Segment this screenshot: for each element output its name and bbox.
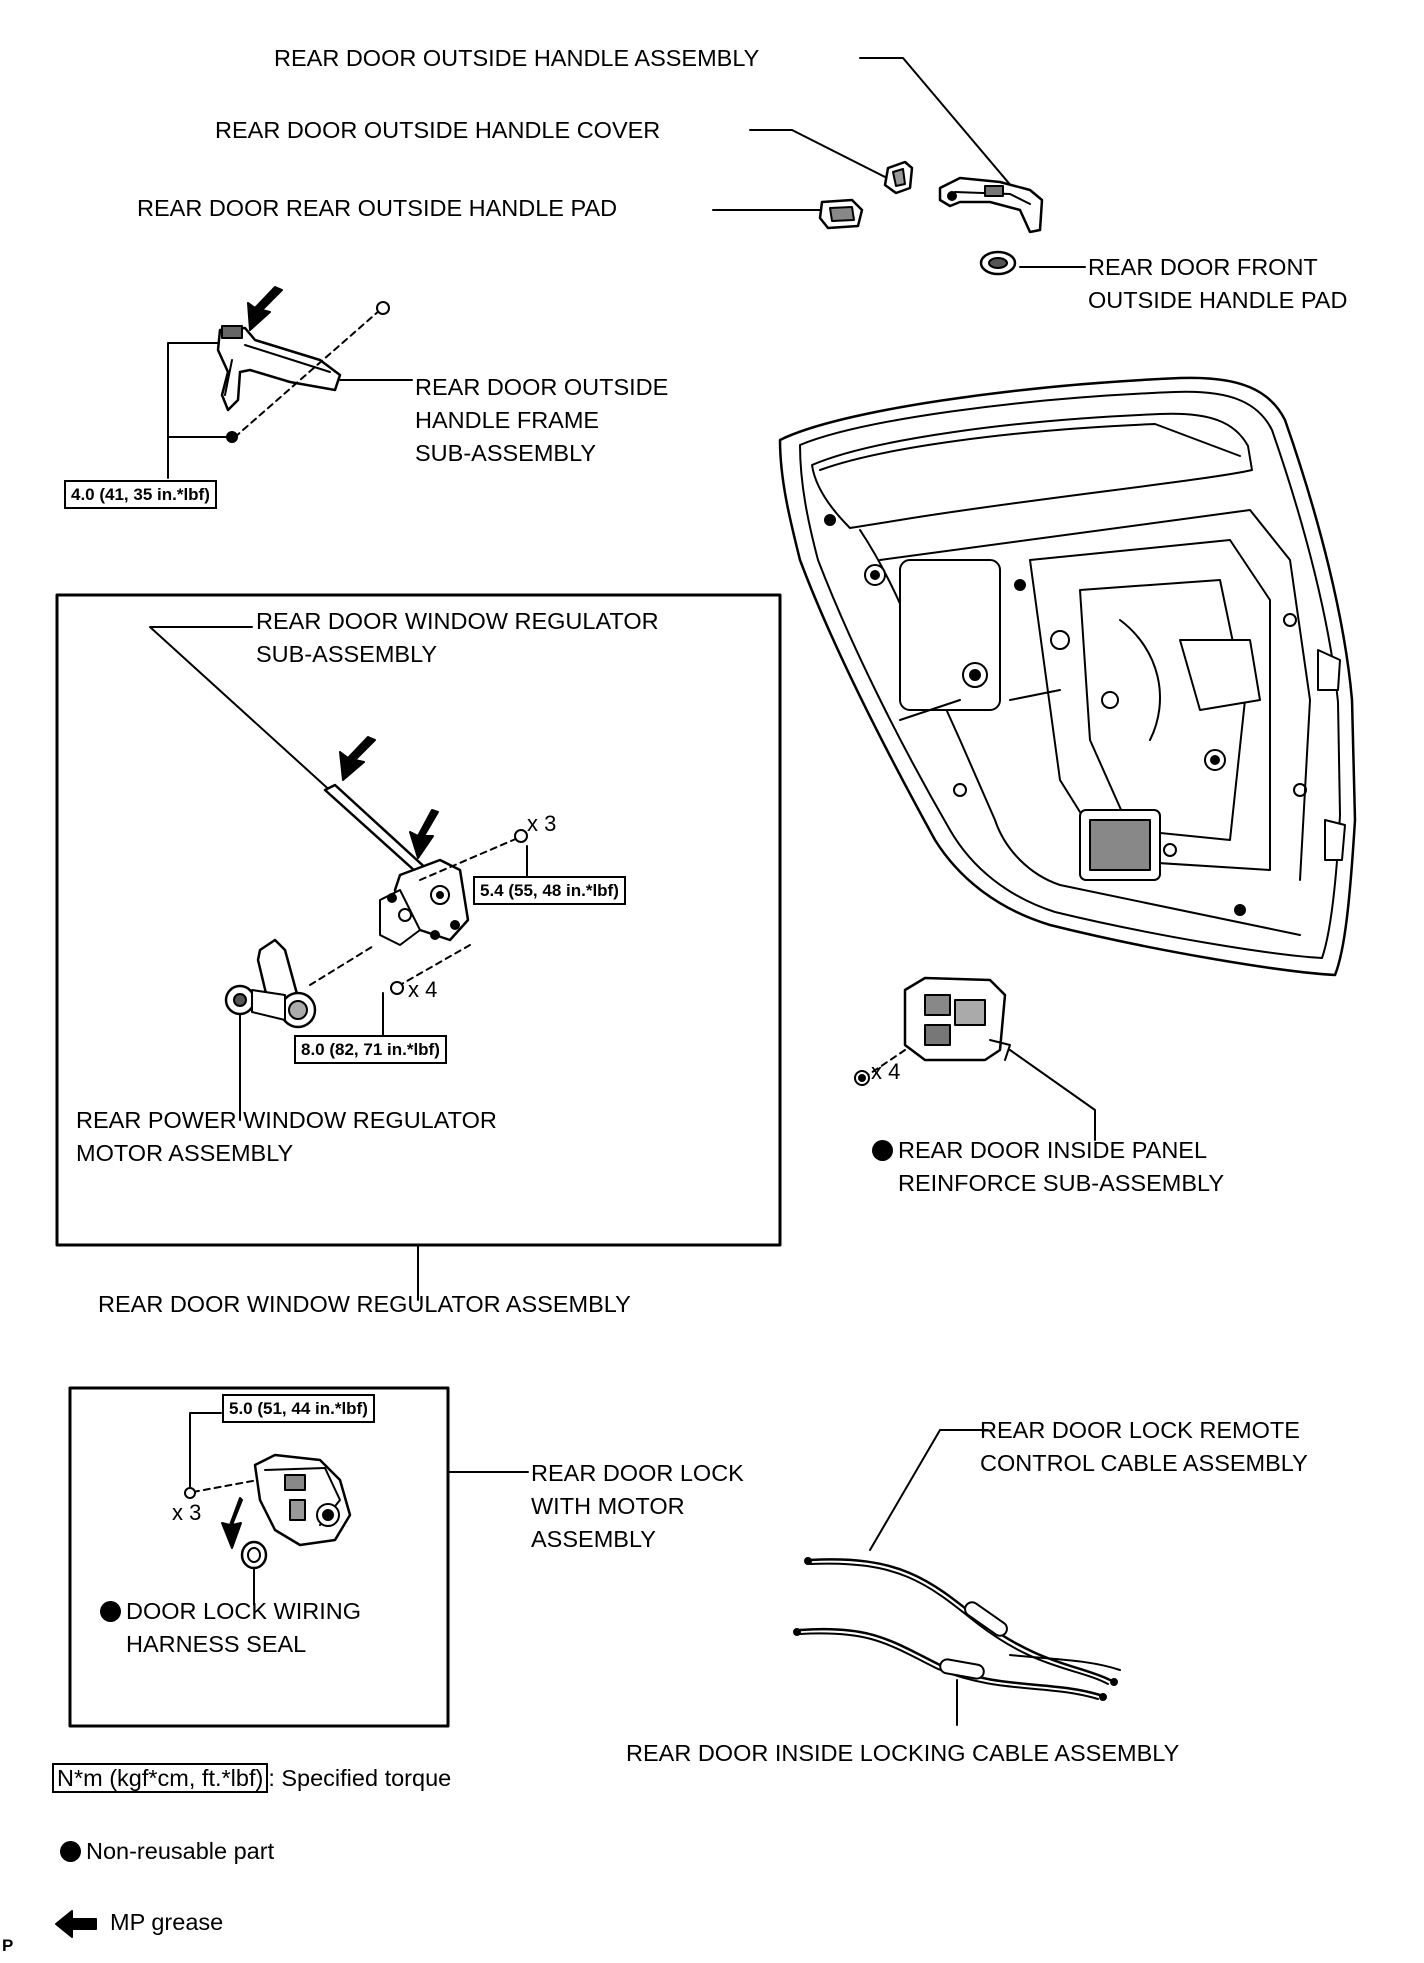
label-line: ASSEMBLY xyxy=(531,1526,656,1552)
label-power-window-motor: REAR POWER WINDOW REGULATOR MOTOR ASSEMB… xyxy=(76,1104,497,1170)
non-reusable-dot-icon xyxy=(100,1601,121,1622)
label-door-lock-motor: REAR DOOR LOCK WITH MOTOR ASSEMBLY xyxy=(531,1457,744,1556)
label-line: REAR DOOR WINDOW REGULATOR xyxy=(256,608,659,634)
rear-handle-pad-part xyxy=(818,198,864,230)
legend-non-reusable-text: Non-reusable part xyxy=(86,1838,275,1864)
mp-grease-arrow-icon xyxy=(339,736,376,781)
door-lock-group-box xyxy=(68,1386,450,1728)
label-line: REAR DOOR OUTSIDE xyxy=(415,374,669,400)
front-handle-pad-part xyxy=(979,250,1017,276)
label-text: DOOR LOCK WIRING xyxy=(126,1598,362,1624)
legend-mp-grease: MP grease xyxy=(110,1909,224,1935)
label-rear-outside-handle-pad: REAR DOOR REAR OUTSIDE HANDLE PAD xyxy=(137,195,618,221)
torque-frame: 4.0 (41, 35 in.*lbf) xyxy=(64,480,217,509)
illustration-code: P xyxy=(2,1936,14,1955)
label-line: REINFORCE SUB-ASSEMBLY xyxy=(898,1170,1225,1196)
non-reusable-dot-icon xyxy=(872,1140,893,1161)
rear-door-panel xyxy=(778,376,1357,977)
legend-non-reusable: Non-reusable part xyxy=(60,1838,274,1865)
legend-torque: N*m (kgf*cm, ft.*lbf): Specified torque xyxy=(52,1763,452,1793)
label-remote-control-cable: REAR DOOR LOCK REMOTE CONTROL CABLE ASSE… xyxy=(980,1414,1308,1480)
label-line: REAR DOOR FRONT xyxy=(1088,254,1318,280)
label-line-with-dot: REAR DOOR INSIDE PANEL xyxy=(872,1134,1224,1167)
label-inside-panel-reinforce: REAR DOOR INSIDE PANEL REINFORCE SUB-ASS… xyxy=(872,1134,1224,1200)
handle-frame-part xyxy=(216,301,390,443)
torque-regulator: 5.4 (55, 48 in.*lbf) xyxy=(473,876,626,905)
label-outside-handle-cover: REAR DOOR OUTSIDE HANDLE COVER xyxy=(215,117,661,143)
handle-cover-part xyxy=(883,160,914,195)
qty-reinforce-bolts: x 4 xyxy=(871,1059,901,1084)
label-outside-handle-assembly: REAR DOOR OUTSIDE HANDLE ASSEMBLY xyxy=(274,45,760,71)
label-wiring-harness-seal: DOOR LOCK WIRING HARNESS SEAL xyxy=(100,1595,361,1661)
label-inside-locking-cable: REAR DOOR INSIDE LOCKING CABLE ASSEMBLY xyxy=(626,1740,1180,1766)
mp-grease-arrow-icon xyxy=(247,286,283,331)
mp-grease-arrow-icon xyxy=(55,1910,97,1938)
mp-grease-arrow-icon xyxy=(409,809,439,859)
regulator-motor-part xyxy=(224,938,376,1121)
non-reusable-dot-icon xyxy=(60,1841,81,1862)
label-front-outside-handle-pad: REAR DOOR FRONT OUTSIDE HANDLE PAD xyxy=(1088,251,1347,317)
outside-handle-part xyxy=(938,176,1044,234)
door-lock-part xyxy=(184,1412,352,1606)
window-regulator-part xyxy=(149,626,528,1046)
leader-lines-top xyxy=(167,57,1086,479)
label-line: CONTROL CABLE ASSEMBLY xyxy=(980,1450,1308,1476)
label-line: HARNESS SEAL xyxy=(126,1631,307,1657)
label-window-regulator-sub: REAR DOOR WINDOW REGULATOR SUB-ASSEMBLY xyxy=(256,605,659,671)
qty-motor-bolts: x 4 xyxy=(408,977,438,1002)
label-line: OUTSIDE HANDLE PAD xyxy=(1088,287,1348,313)
panel-reinforce-part xyxy=(854,976,1096,1141)
label-line: SUB-ASSEMBLY xyxy=(256,641,438,667)
label-line: WITH MOTOR xyxy=(531,1493,685,1519)
legend-torque-text: : Specified torque xyxy=(268,1765,452,1791)
torque-lock: 5.0 (51, 44 in.*lbf) xyxy=(222,1394,375,1423)
label-line: REAR DOOR LOCK xyxy=(531,1460,744,1486)
label-line-with-dot: DOOR LOCK WIRING xyxy=(100,1595,361,1628)
label-outside-handle-frame: REAR DOOR OUTSIDE HANDLE FRAME SUB-ASSEM… xyxy=(415,371,668,470)
label-line: MOTOR ASSEMBLY xyxy=(76,1140,294,1166)
qty-lock-screws: x 3 xyxy=(172,1500,202,1525)
qty-regulator-bolts: x 3 xyxy=(527,811,557,836)
label-line: HANDLE FRAME xyxy=(415,407,600,433)
cables-part xyxy=(793,1429,1121,1726)
label-line: REAR DOOR LOCK REMOTE xyxy=(980,1417,1300,1443)
legend-torque-unit: N*m (kgf*cm, ft.*lbf) xyxy=(52,1763,269,1793)
label-text: REAR DOOR INSIDE PANEL xyxy=(898,1137,1208,1163)
label-line: SUB-ASSEMBLY xyxy=(415,440,597,466)
mp-grease-arrow-icon xyxy=(221,1497,243,1549)
torque-motor: 8.0 (82, 71 in.*lbf) xyxy=(294,1035,447,1064)
label-line: REAR POWER WINDOW REGULATOR xyxy=(76,1107,497,1133)
label-window-regulator-assembly: REAR DOOR WINDOW REGULATOR ASSEMBLY xyxy=(98,1291,631,1317)
